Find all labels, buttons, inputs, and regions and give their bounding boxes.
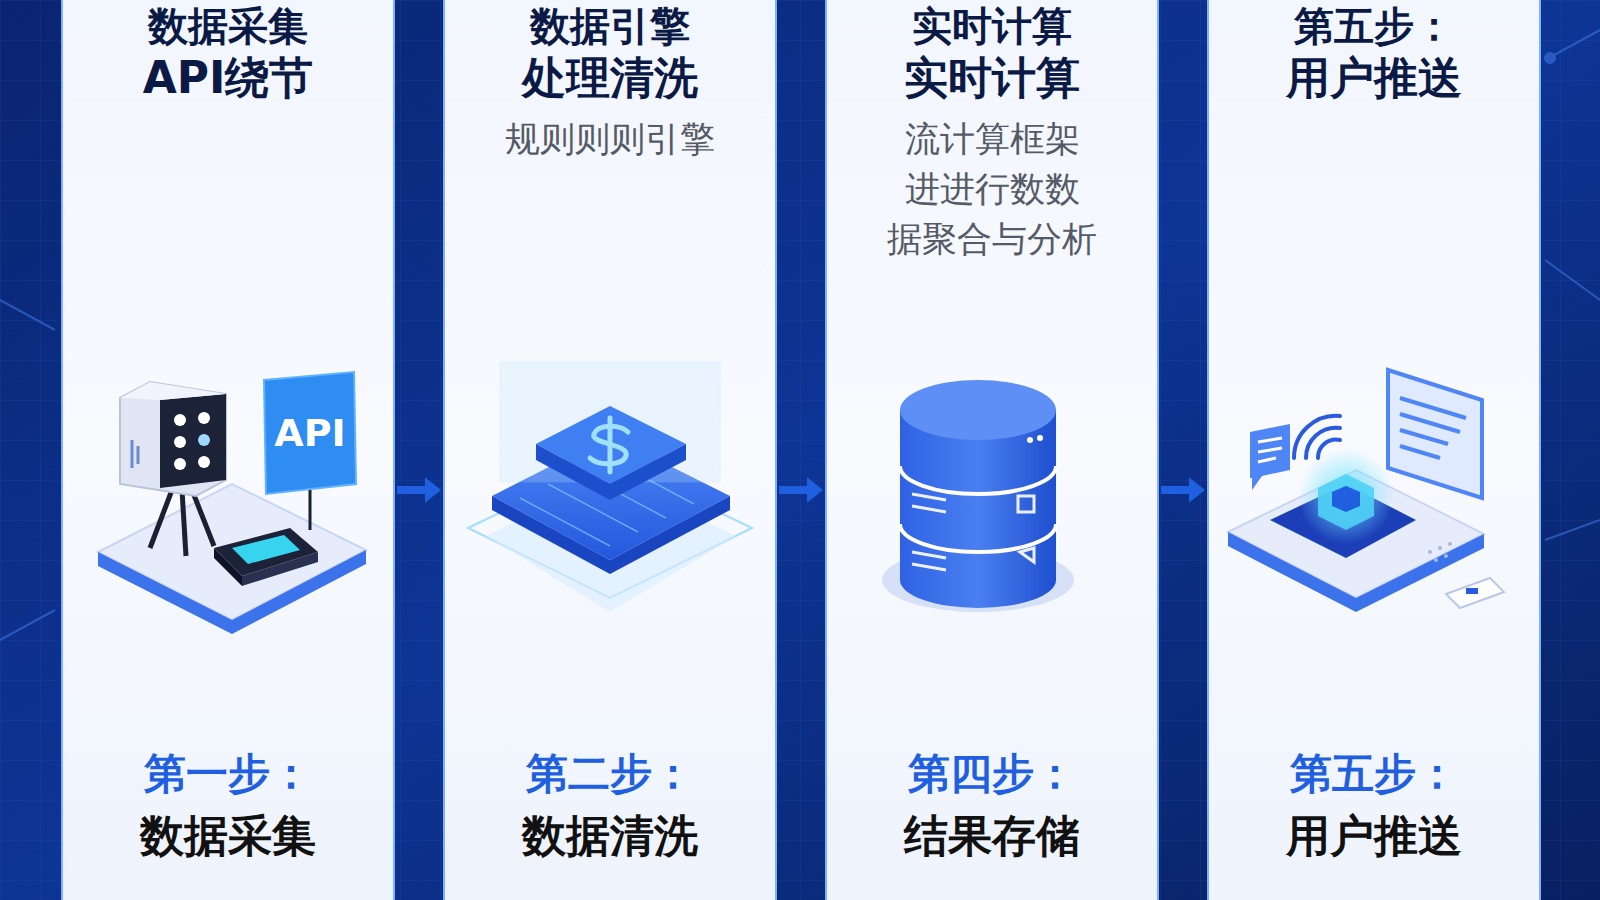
flow-arrow <box>1161 477 1205 503</box>
panel-title: 用户推送 <box>1208 52 1540 104</box>
panel-heading: 数据引擎 <box>444 2 776 50</box>
chat-bubble <box>1250 424 1290 490</box>
currency-symbol <box>590 418 628 472</box>
step-name: 数据采集 <box>62 810 394 862</box>
panel-title: 处理清洗 <box>444 52 776 104</box>
step-name: 数据清洗 <box>444 810 776 862</box>
step-number: 第二步： <box>444 748 776 800</box>
monitor <box>1388 370 1482 498</box>
api-sign <box>264 372 356 530</box>
collection-illustration <box>98 372 366 634</box>
engine-illustration <box>468 362 752 612</box>
push-illustration <box>1228 370 1504 612</box>
camera <box>120 382 226 556</box>
step-panel: 数据引擎处理清洗规则则则引擎第二步： 数据清洗 <box>444 0 776 900</box>
step-number: 第五步： <box>1208 748 1540 800</box>
step-panel: 第五步：用户推送第五步：用户推送 <box>1208 0 1540 900</box>
flow-arrow <box>779 477 823 503</box>
step-number: 第一步： <box>62 748 394 800</box>
panel-description: 流计算框架 进进行数数 据聚合与分析 <box>872 114 1112 264</box>
panel-heading: 实时计算 <box>826 2 1158 50</box>
step-name: 用户推送 <box>1208 810 1540 862</box>
panel-backgrounds <box>62 0 1540 900</box>
panel-description: 规则则则引擎 <box>490 114 730 164</box>
panel-heading: 数据采集 <box>62 2 394 50</box>
handheld-device <box>214 528 318 586</box>
small-card <box>1446 578 1504 608</box>
flow-arrow <box>397 477 441 503</box>
panel-title: API绕节 <box>62 52 394 104</box>
step-number: 第四步： <box>826 748 1158 800</box>
panel-title: 实时计算 <box>826 52 1158 104</box>
sign-label: API <box>274 411 345 455</box>
database-illustration <box>882 380 1074 612</box>
step-name: 结果存储 <box>826 810 1158 862</box>
step-panel: 实时计算实时计算流计算框架 进进行数数 据聚合与分析第四步： 结果存储 <box>826 0 1158 900</box>
panel-heading: 第五步： <box>1208 2 1540 50</box>
